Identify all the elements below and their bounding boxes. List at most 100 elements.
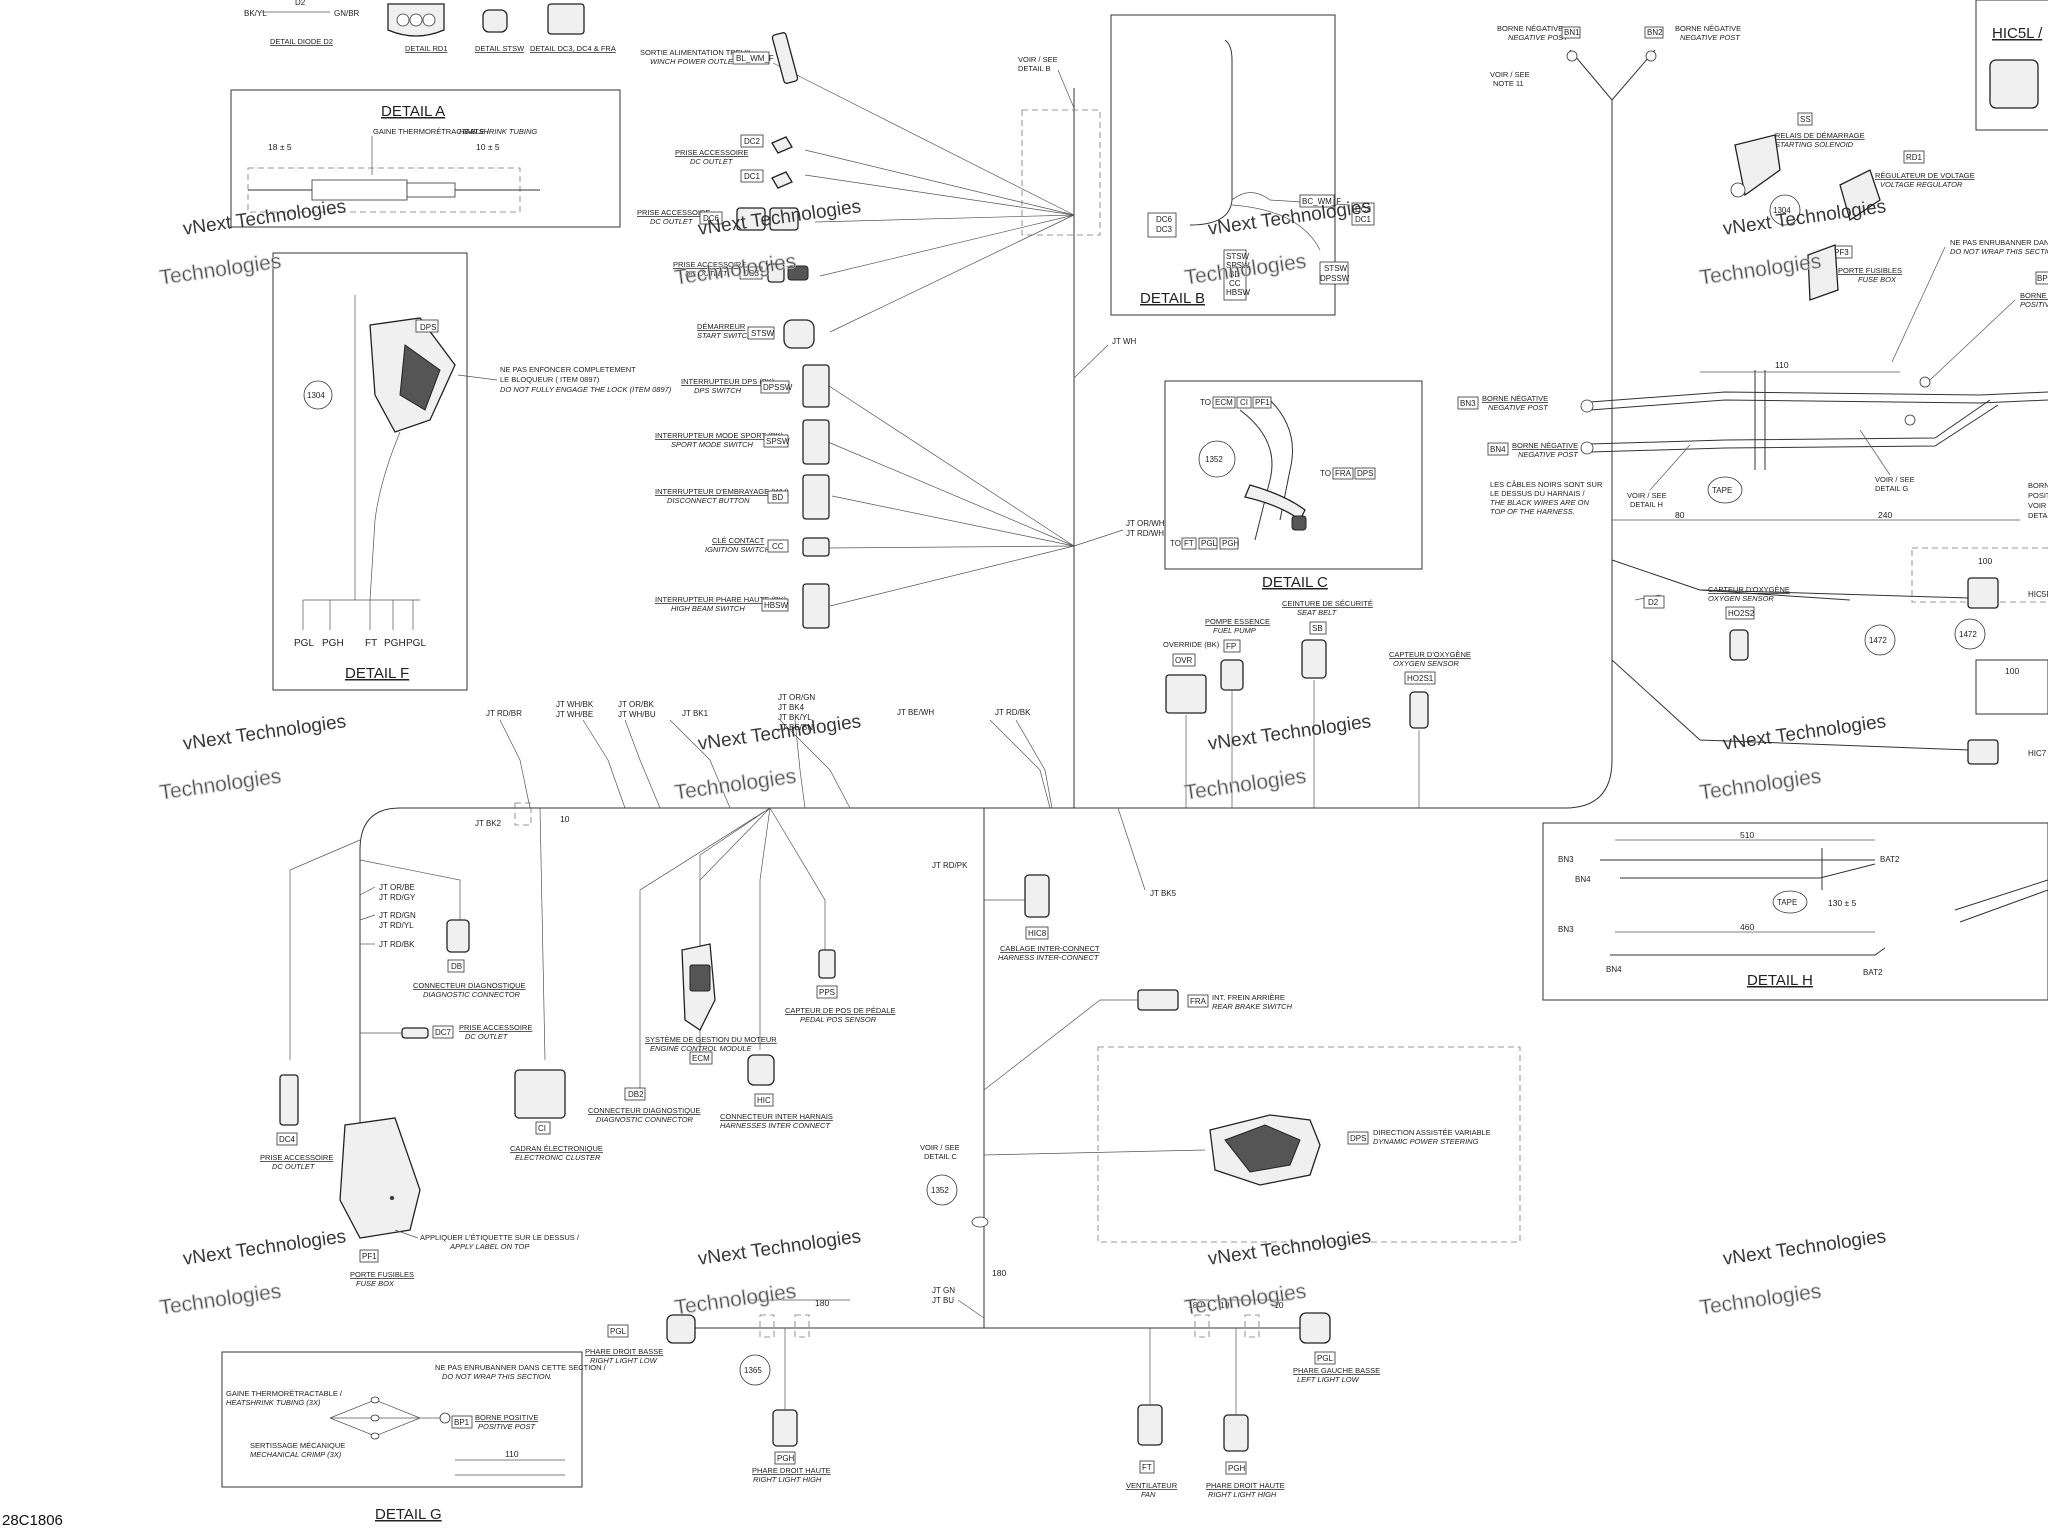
svg-text:BAT2: BAT2 xyxy=(1880,855,1900,864)
dc-outlet-6[interactable]: PRISE ACCESSOIRE DC OUTLET DC6 xyxy=(637,207,799,231)
detail-c: 1352 TO ECM CI PF1 TO FRA DPS TO FT PGL … xyxy=(1164,380,1423,591)
ignition-switch[interactable]: CLÉ CONTACT IGNITION SWITCH CC xyxy=(705,536,830,557)
harness-interconnect[interactable]: HIC CONNECTEUR INTER HARNAIS HARNESSES I… xyxy=(720,1054,833,1130)
diagnostic-connector[interactable]: DB CONNECTEUR DIAGNOSTIQUE DIAGNOSTIC CO… xyxy=(413,919,526,999)
oxygen-sensor-1[interactable]: CAPTEUR D'OXYGÈNE OXYGEN SENSOR HO2S1 xyxy=(1389,650,1471,729)
svg-text:DIAGNOSTIC CONNECTOR: DIAGNOSTIC CONNECTOR xyxy=(596,1115,694,1124)
svg-text:CC: CC xyxy=(1229,279,1241,288)
fan[interactable]: FT VENTILATEUR FAN xyxy=(1126,1328,1178,1499)
left-light-low[interactable]: PGL PHARE GAUCHE BASSE LEFT LIGHT LOW xyxy=(1293,1312,1380,1384)
note-fr-2: LE BLOQUEUR ( ITEM 0897) xyxy=(500,375,600,384)
seat-belt[interactable]: CEINTURE DE SÉCURITÉ SEAT BELT SB xyxy=(1282,599,1373,679)
fuel-pump[interactable]: POMPE ESSENCE FUEL PUMP FP xyxy=(1205,617,1270,691)
svg-text:BP1: BP1 xyxy=(454,1418,470,1427)
svg-text:STARTING SOLENOID: STARTING SOLENOID xyxy=(1775,140,1854,149)
hic8-connector[interactable]: HIC8 CABLAGE INTER-CONNECT HARNESS INTER… xyxy=(984,874,1100,962)
high-beam-switch[interactable]: INTERRUPTEUR PHARE HAUTE (BK) HIGH BEAM … xyxy=(655,583,830,629)
svg-text:CAPTEUR D'OXYGÈNE: CAPTEUR D'OXYGÈNE xyxy=(1389,650,1471,659)
dps-code: DPS xyxy=(420,323,436,332)
svg-text:PRISE ACCESSOIRE: PRISE ACCESSOIRE xyxy=(675,148,748,157)
svg-text:100: 100 xyxy=(2005,666,2019,676)
svg-text:INT. FREIN ARRIÈRE: INT. FREIN ARRIÈRE xyxy=(1212,993,1285,1002)
svg-text:180: 180 xyxy=(1188,1300,1202,1310)
svg-text:SEAT BELT: SEAT BELT xyxy=(1297,608,1338,617)
svg-text:DETAIL H: DETAIL H xyxy=(1630,500,1663,509)
svg-text:CI: CI xyxy=(1240,398,1248,407)
svg-text:TO: TO xyxy=(1170,539,1181,548)
dim-a1: 18 ± 5 xyxy=(268,142,292,152)
svg-text:JT RD/YL: JT RD/YL xyxy=(379,921,414,930)
disconnect-button[interactable]: INTERRUPTEUR D'EMBRAYAGE (WH) DISCONNECT… xyxy=(655,474,830,520)
right-light-low[interactable]: PGL PHARE DROIT BASSE RIGHT LIGHT LOW xyxy=(585,1314,696,1365)
override-switch[interactable]: OVERRIDE (BK) OVR xyxy=(1163,640,1220,714)
svg-text:180: 180 xyxy=(815,1298,829,1308)
dc-outlet-4[interactable]: DC4 PRISE ACCESSOIRE DC OUTLET xyxy=(260,1074,333,1171)
right-light-high[interactable]: PGH PHARE DROIT HAUTE RIGHT LIGHT HIGH xyxy=(752,1328,831,1484)
engine-control-module[interactable]: ECM SYSTÈME DE GESTION DU MOTEUR ENGINE … xyxy=(645,943,777,1065)
dc-outlet-1[interactable]: PRISE ACCESSOIRE DC OUTLET DC2 DC1 xyxy=(675,134,793,189)
svg-text:VOIR / SEE: VOIR / SEE xyxy=(920,1143,960,1152)
wire-color-label: GN/BR xyxy=(334,9,360,18)
svg-text:PRISE ACCESSOIRE: PRISE ACCESSOIRE xyxy=(459,1023,532,1032)
svg-text:JT RD/BK: JT RD/BK xyxy=(379,940,415,949)
svg-text:vNext Technologies: vNext Technologies xyxy=(1722,196,1888,240)
svg-text:RELAIS DE DÉMARRAGE: RELAIS DE DÉMARRAGE xyxy=(1775,131,1865,140)
electronic-cluster[interactable]: CI CADRAN ÉLECTRONIQUE ELECTRONIC CLUSTE… xyxy=(510,1069,603,1162)
svg-text:OXYGEN SENSOR: OXYGEN SENSOR xyxy=(1393,659,1459,668)
svg-text:JT RD/GN: JT RD/GN xyxy=(379,911,416,920)
svg-text:vNext Technologies: vNext Technologies xyxy=(697,1226,863,1270)
svg-text:APPLIQUER L'ÉTIQUETTE SUR LE D: APPLIQUER L'ÉTIQUETTE SUR LE DESSUS / xyxy=(420,1233,580,1242)
svg-text:NEGATIVE POST: NEGATIVE POST xyxy=(1680,33,1741,42)
detail-h-title: DETAIL H xyxy=(1747,972,1813,989)
detail-b-title: DETAIL B xyxy=(1140,290,1205,307)
svg-text:OVERRIDE (BK): OVERRIDE (BK) xyxy=(1163,640,1220,649)
diode-detail-label: DETAIL DIODE D2 xyxy=(270,37,333,46)
rear-brake-switch[interactable]: FRA INT. FREIN ARRIÈRE REAR BRAKE SWITCH xyxy=(983,989,1293,1091)
dynamic-power-steering[interactable]: DPS DIRECTION ASSISTÉE VARIABLE DYNAMIC … xyxy=(983,1046,1521,1243)
sport-mode-switch[interactable]: INTERRUPTEUR MODE SPORT (BK) SPORT MODE … xyxy=(655,419,830,465)
svg-text:DETAIL C: DETAIL C xyxy=(924,1152,958,1161)
svg-text:100: 100 xyxy=(1978,556,1992,566)
svg-text:STSW: STSW xyxy=(751,329,775,338)
svg-text:PORTE FUSIBLES: PORTE FUSIBLES xyxy=(350,1270,414,1279)
top-detail-row: BK/YL GN/BR D2 DETAIL DIODE D2 DETAIL RD… xyxy=(244,0,616,53)
detail-c-title: DETAIL C xyxy=(1262,574,1328,591)
svg-text:VENTILATEUR: VENTILATEUR xyxy=(1126,1481,1178,1490)
svg-text:1352: 1352 xyxy=(931,1186,949,1195)
pin-label: PGH xyxy=(384,638,406,649)
svg-text:PHARE DROIT BASSE: PHARE DROIT BASSE xyxy=(585,1347,663,1356)
svg-text:PGL: PGL xyxy=(1201,539,1218,548)
dc-outlet-7[interactable]: DC7 PRISE ACCESSOIRE DC OUTLET xyxy=(360,1023,532,1041)
svg-text:BAT2: BAT2 xyxy=(1863,968,1883,977)
note-en: DO NOT FULLY ENGAGE THE LOCK (ITEM 0897) xyxy=(500,385,672,394)
svg-text:FUSE BOX: FUSE BOX xyxy=(356,1279,395,1288)
svg-text:1472: 1472 xyxy=(1959,630,1977,639)
negative-cables: BN3 BORNE NÉGATIVE NEGATIVE POST BN4 BOR… xyxy=(1457,360,2048,609)
svg-text:JT RD/GY: JT RD/GY xyxy=(379,893,416,902)
svg-text:DC6: DC6 xyxy=(703,214,720,223)
svg-text:CLÉ CONTACT: CLÉ CONTACT xyxy=(712,536,765,545)
document-number: 28C1806 xyxy=(2,1512,63,1529)
heatshrink-fr: GAINE THERMORÉTRACTABLE / xyxy=(373,127,490,136)
svg-text:BN3: BN3 xyxy=(1558,925,1574,934)
pedal-position-sensor[interactable]: PPS CAPTEUR DE POS DE PÉDALE PEDAL POS S… xyxy=(785,949,895,1024)
diagnostic-connector-2[interactable]: DB2 CONNECTEUR DIAGNOSTIQUE DIAGNOSTIC C… xyxy=(588,1087,701,1124)
fuse-box-pf1[interactable]: PF1 PORTE FUSIBLES FUSE BOX APPLIQUER L'… xyxy=(339,1117,580,1288)
svg-text:JT BK5: JT BK5 xyxy=(1150,889,1177,898)
dps-switch[interactable]: INTERRUPTEUR DPS (BK) DPS SWITCH DPSSW xyxy=(681,364,830,408)
start-switch[interactable]: DÉMARREUR START SWITCH STSW xyxy=(697,319,815,349)
svg-text:DO NOT WRAP THIS SECTION.: DO NOT WRAP THIS SECTION. xyxy=(1950,247,2048,256)
svg-text:FRA: FRA xyxy=(1190,997,1207,1006)
winch-outlet[interactable]: SORTIE ALIMENTATION TREUIL WINCH POWER O… xyxy=(640,32,799,84)
right-light-high-2[interactable]: PGH PHARE DROIT HAUTE RIGHT LIGHT HIGH xyxy=(1206,1328,1285,1499)
svg-text:BORNE POSITIVE: BORNE POSITIVE xyxy=(475,1413,538,1422)
svg-text:PGL: PGL xyxy=(610,1327,627,1336)
svg-text:PRISE ACCESSOIRE: PRISE ACCESSOIRE xyxy=(260,1153,333,1162)
oxygen-sensor-2[interactable]: CAPTEUR D'OXYGÈNE OXYGEN SENSOR HO2S2 xyxy=(1708,585,1790,661)
dc-outlet-3[interactable]: PRISE ACCESSOIRE DC OUTLET DC3 xyxy=(673,260,809,283)
svg-text:Technologies: Technologies xyxy=(673,1280,798,1320)
svg-text:DC1: DC1 xyxy=(744,172,761,181)
svg-text:BORNE P: BORNE P xyxy=(2020,291,2048,300)
svg-text:DC3: DC3 xyxy=(1156,225,1173,234)
svg-text:JT BK1: JT BK1 xyxy=(682,709,709,718)
